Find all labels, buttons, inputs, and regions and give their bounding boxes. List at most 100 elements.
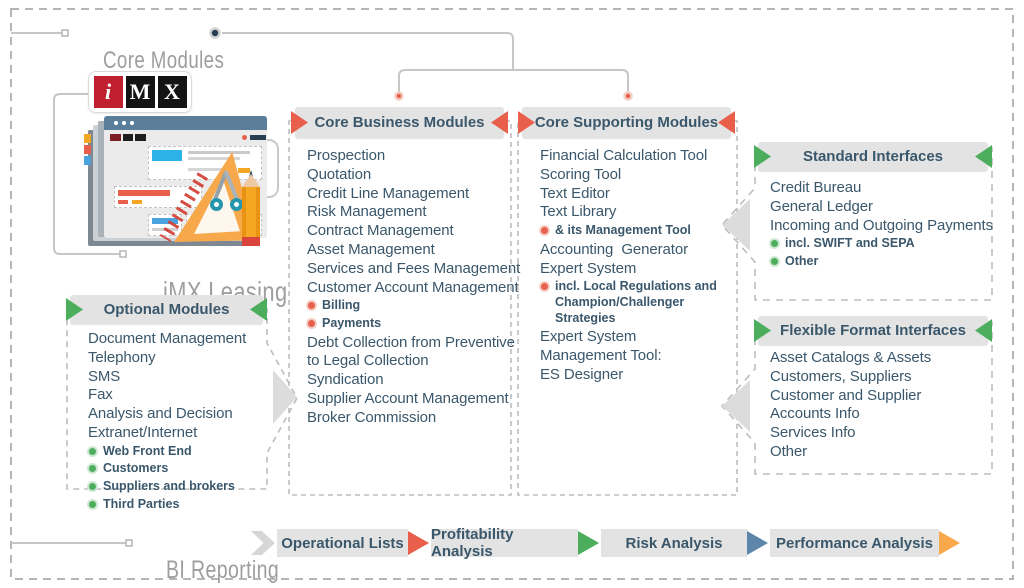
arrow-left-icon <box>250 298 267 321</box>
list-item: ES Designer <box>540 365 624 383</box>
content-blue-bar <box>152 150 182 161</box>
list-item: Asset Management <box>307 240 435 258</box>
list-item: Broker Commission <box>307 408 437 426</box>
arrow-right-icon <box>754 319 771 342</box>
list-item: Document Management <box>88 330 247 347</box>
bullet-dot-icon <box>89 500 96 508</box>
swatch <box>122 134 134 141</box>
list-item: Accounting Generator <box>540 240 688 258</box>
branch-dot-core-supporting <box>623 91 633 101</box>
list-item: Telephony <box>88 348 156 366</box>
list-item: Customer Account Management <box>307 278 519 296</box>
arrow-left-icon <box>718 111 735 134</box>
list-item: Services and Fees Management <box>307 259 521 277</box>
bullet-dot-icon <box>89 447 96 455</box>
line-end-square <box>125 539 133 547</box>
bullet-dot-icon <box>771 240 778 248</box>
logo-tile-x: X <box>157 76 187 108</box>
list-subitem: incl. Local Regulations and Champion/Cha… <box>540 279 717 326</box>
flow-triangle-standard-to-core <box>722 199 750 251</box>
list-subitem: Payments <box>307 316 520 332</box>
branch-dot-core-business <box>394 91 404 101</box>
list-item: Management Tool: <box>540 346 662 364</box>
header-core-business-modules: Core Business Modules <box>291 107 508 138</box>
core-modules-branch-lines <box>222 32 629 92</box>
bullet-dot-icon <box>89 465 96 473</box>
logo-tile-m: M <box>125 76 155 108</box>
list-item: Customer and Supplier Accounts Info <box>770 386 922 423</box>
list-item: Financial Calculation Tool <box>540 147 708 164</box>
list-subitem: Other <box>770 254 993 270</box>
scissors-handle <box>230 198 243 211</box>
flow-triangle-optional-to-core <box>273 370 297 424</box>
line-start-dot <box>209 27 221 39</box>
bi-reporting-title: BI Reporting <box>165 556 279 584</box>
arrow-right-icon <box>66 298 83 321</box>
bullet-dot-icon <box>89 482 96 490</box>
swatch <box>110 134 121 141</box>
header-standard-interfaces: Standard Interfaces <box>754 142 992 171</box>
arrow-right-icon <box>518 111 535 134</box>
bullet-dot-icon <box>308 302 315 310</box>
toolbar-swatches <box>110 134 147 141</box>
list-item: Fax <box>88 386 113 404</box>
pencil-icon <box>242 187 260 237</box>
panel-outline-standard-interfaces <box>720 147 993 301</box>
content-blue-bar <box>152 218 178 224</box>
list-item: Incoming and Outgoing Payments <box>770 216 993 234</box>
optional-modules-list: Document Management Telephony SMS Fax An… <box>88 330 246 514</box>
bullet-dot-icon <box>541 283 548 291</box>
list-item: Contract Management <box>307 222 454 240</box>
logo-connector-line <box>53 93 120 255</box>
list-item: Risk Management <box>307 203 427 221</box>
list-subitem: Customers <box>88 461 246 477</box>
header-label: Core Business Modules <box>314 114 485 131</box>
scissors-handle <box>210 198 223 211</box>
list-subitem: Third Parties <box>88 497 246 513</box>
list-item: Supplier Account Management <box>307 389 509 407</box>
bullet-dot-icon <box>771 257 778 265</box>
list-subitem: & its Management Tool <box>540 223 717 239</box>
logo-tile-i: i <box>93 76 123 108</box>
content-orange-chip <box>132 200 142 204</box>
outer-dashed-border <box>10 8 1014 580</box>
list-item: Expert System <box>540 328 637 346</box>
arrow-left-icon <box>975 145 992 168</box>
flow-triangle-flexible-to-core <box>722 380 750 432</box>
arrow-left-icon <box>491 111 508 134</box>
bi-step-risk-analysis: Risk Analysis <box>601 529 747 557</box>
content-line <box>188 168 228 171</box>
list-subitem: incl. SWIFT and SEPA <box>770 236 993 252</box>
sheet-tab <box>84 145 91 154</box>
header-core-supporting-modules: Core Supporting Modules <box>518 107 735 138</box>
window-dots-icon <box>112 121 136 125</box>
bullet-dot-icon <box>541 227 548 235</box>
sheet-tab <box>84 156 91 165</box>
list-item: Expert System <box>540 259 637 277</box>
list-item: Analysis and Decision <box>88 405 233 423</box>
pencil-icon <box>242 237 260 246</box>
line-end-square <box>61 29 69 37</box>
bi-step-performance-analysis: Performance Analysis <box>770 529 939 557</box>
standard-interfaces-list: Credit Bureau General Ledger Incoming an… <box>770 179 993 272</box>
header-label: Flexible Format Interfaces <box>780 322 966 339</box>
list-subitem: Suppliers and brokers <box>88 479 246 495</box>
list-item: Syndication <box>307 371 384 389</box>
arrow-left-icon <box>975 319 992 342</box>
header-label: Core Supporting Modules <box>534 114 719 131</box>
list-item: Prospection <box>307 147 386 164</box>
bi-step-profitability-analysis: Profitability Analysis <box>431 526 578 560</box>
list-item: Services Info <box>770 424 856 442</box>
list-item: Text Editor <box>540 184 610 202</box>
header-flexible-format-interfaces: Flexible Format Interfaces <box>754 316 992 345</box>
list-subitem: Web Front End <box>88 444 246 460</box>
content-line <box>188 157 240 160</box>
list-item: Customers, Suppliers <box>770 367 912 385</box>
core-modules-title: Core Modules <box>102 47 224 74</box>
content-red-chip <box>118 200 128 204</box>
panel-outline-flexible-interfaces <box>720 321 993 475</box>
browser-titlebar <box>104 116 267 130</box>
list-item: Other <box>770 442 808 460</box>
swatch <box>135 134 147 141</box>
list-item: Credit Line Management <box>307 184 470 202</box>
